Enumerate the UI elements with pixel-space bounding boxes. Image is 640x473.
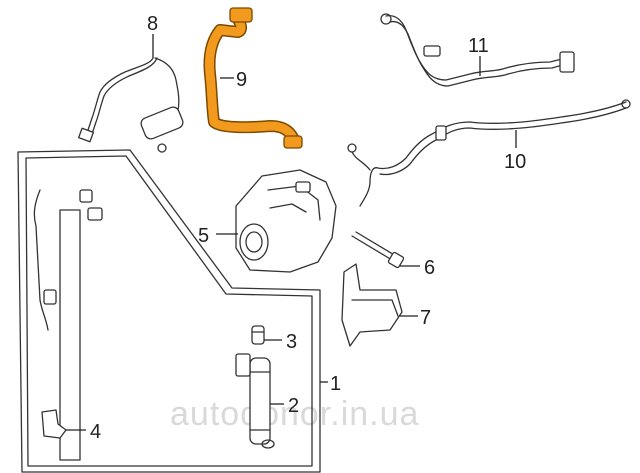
callout-10: 10: [504, 151, 526, 173]
leader-lines: [66, 34, 517, 431]
part-10-pipe[interactable]: [347, 99, 631, 207]
callout-3: 3: [286, 331, 297, 353]
part-3-plug[interactable]: [251, 325, 265, 345]
callout-1: 1: [330, 373, 341, 395]
watermark: autodonor.in.ua: [170, 395, 419, 433]
callout-9: 9: [236, 69, 247, 91]
callout-2: 2: [288, 395, 299, 417]
callout-6: 6: [424, 257, 435, 279]
callout-4: 4: [90, 421, 101, 443]
part-11-pipe[interactable]: [380, 13, 575, 87]
part-6-bolt[interactable]: [351, 231, 405, 269]
callout-8: 8: [147, 13, 158, 35]
part-2-receiver-drier[interactable]: [235, 353, 275, 449]
part-4-clip[interactable]: [41, 409, 67, 439]
callout-7: 7: [420, 307, 431, 329]
callout-5: 5: [198, 225, 209, 247]
part-9-hose-highlighted[interactable]: [203, 7, 303, 149]
part-1-condenser[interactable]: [17, 149, 321, 473]
callout-11: 11: [468, 35, 489, 57]
part-5-compressor[interactable]: [235, 169, 337, 273]
part-7-bracket[interactable]: [341, 263, 403, 347]
part-8-hose[interactable]: [78, 57, 185, 153]
